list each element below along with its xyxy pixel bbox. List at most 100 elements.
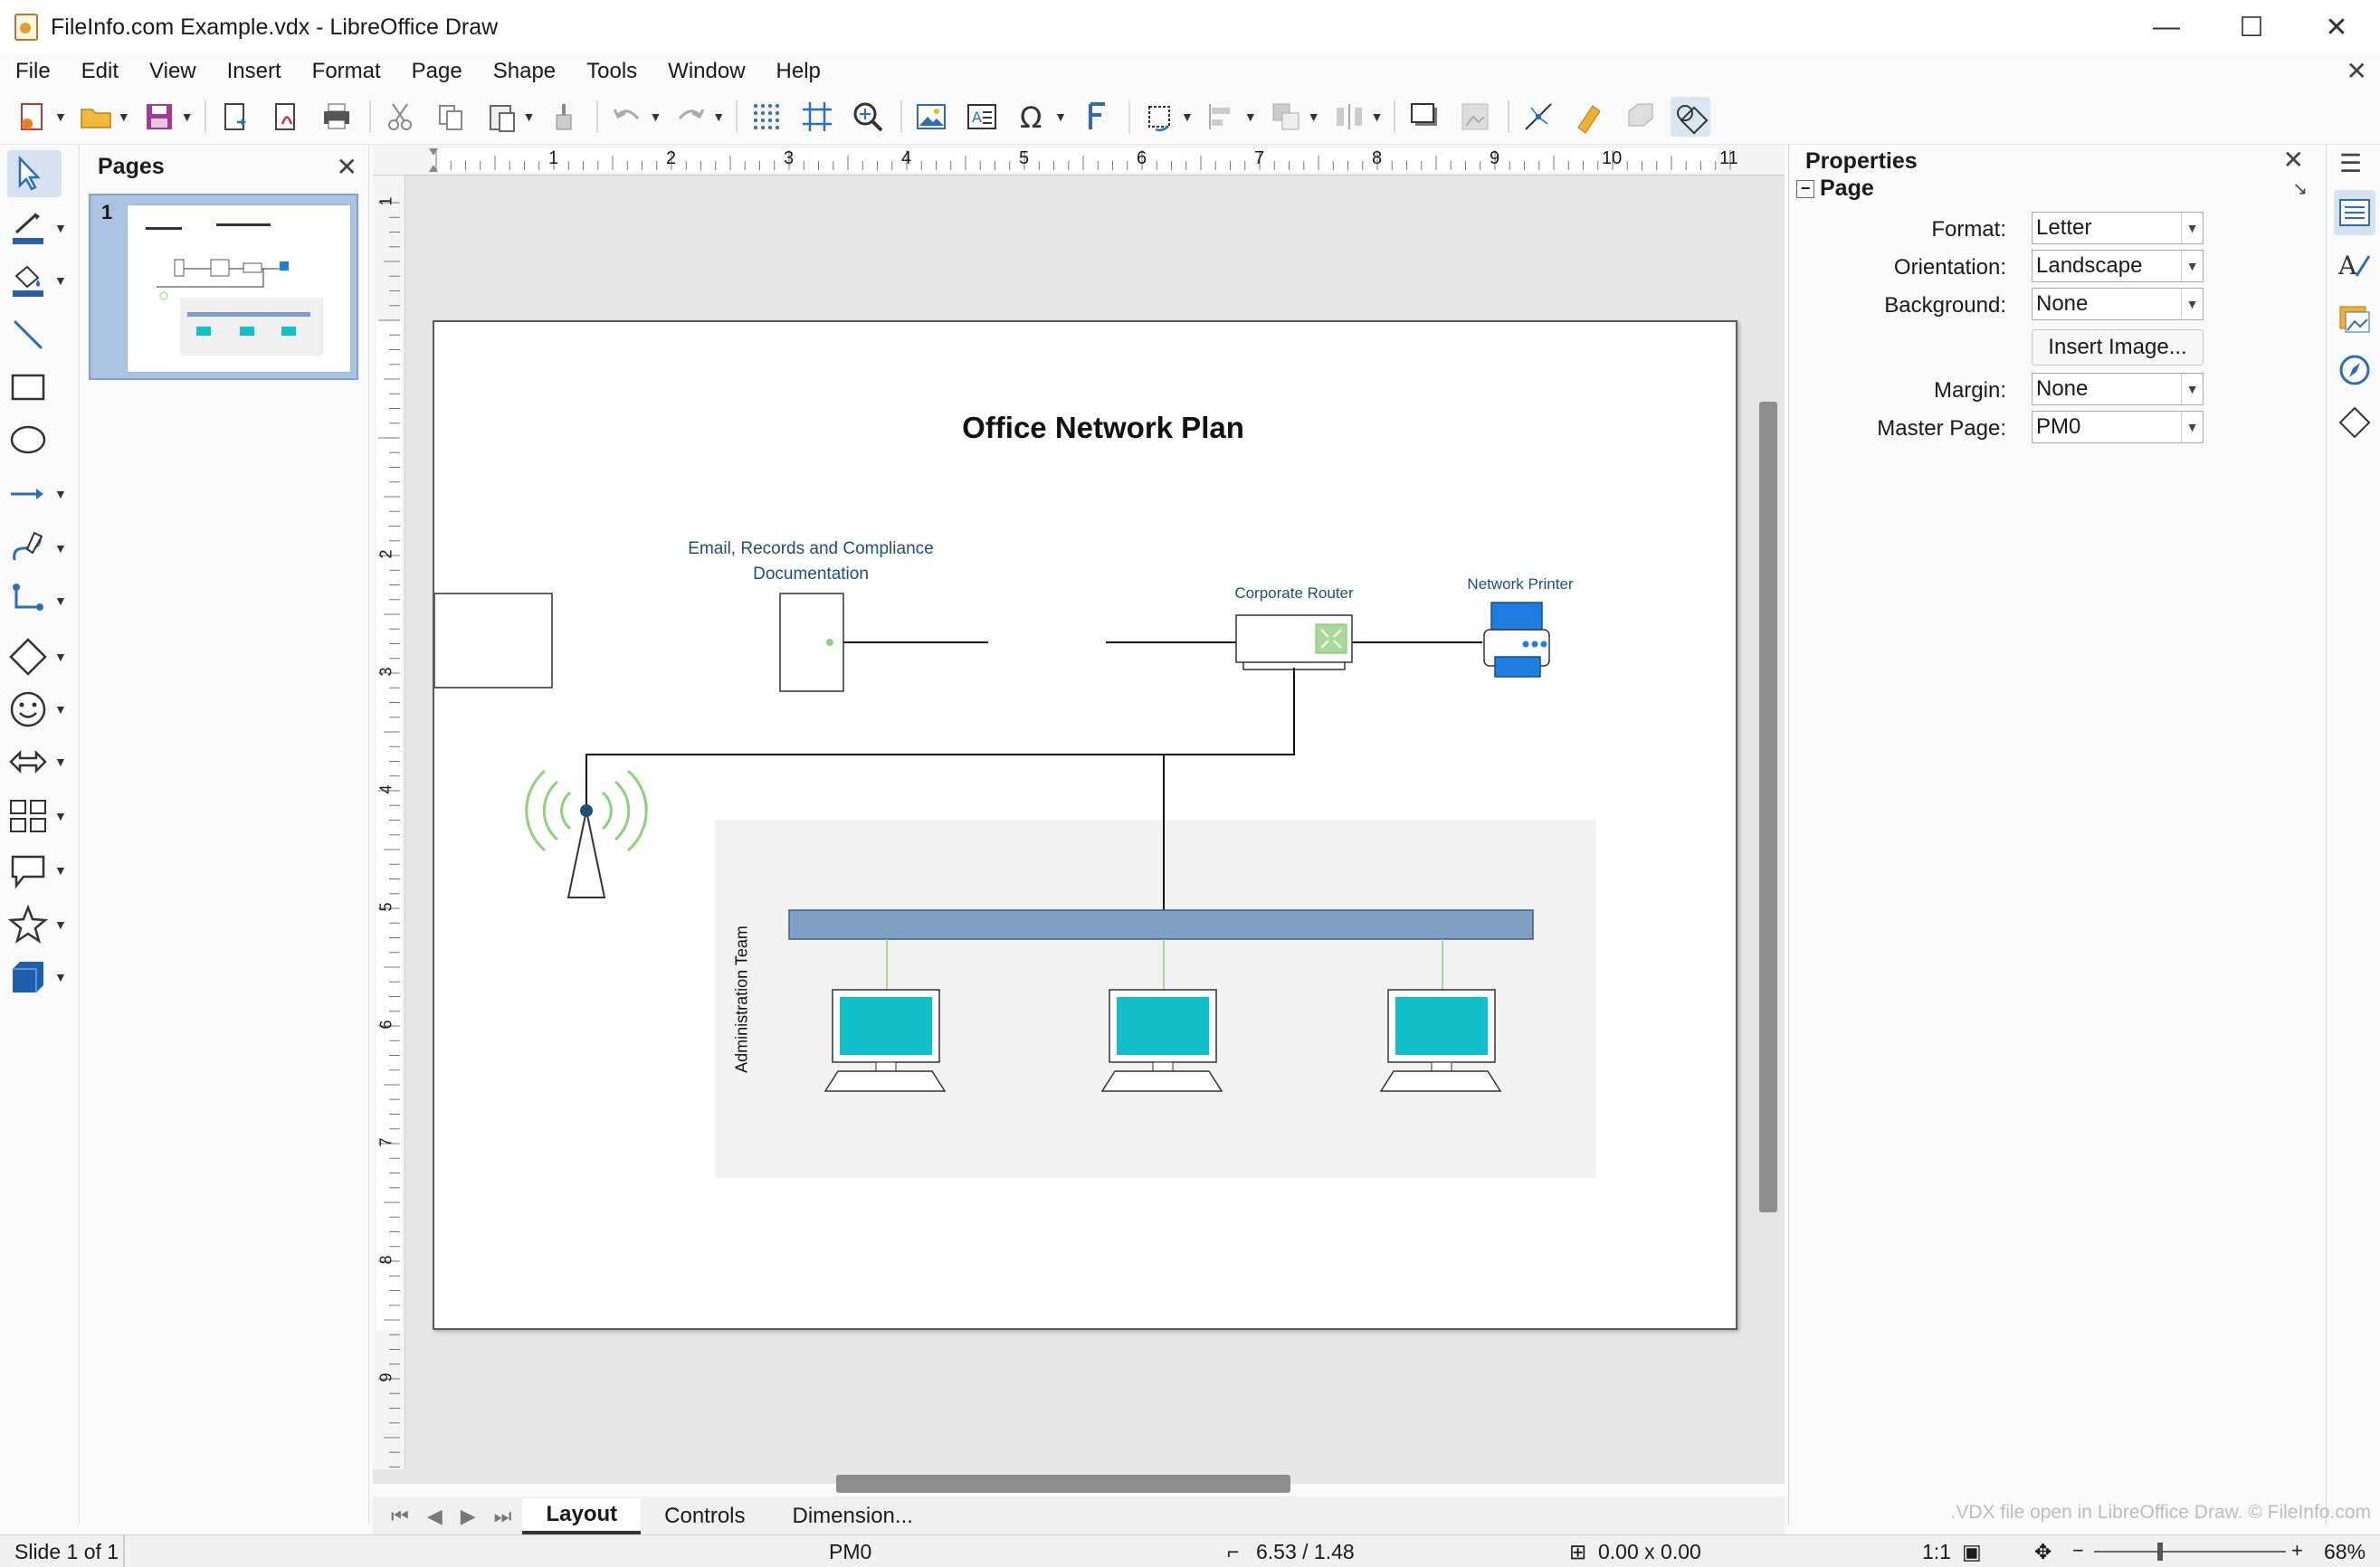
fill-color-dropdown-icon[interactable]: ▼ [54, 273, 67, 288]
previous-tab-icon[interactable]: ◀ [426, 1505, 443, 1527]
wifi-tower-shape[interactable] [566, 810, 606, 898]
menu-view[interactable]: View [149, 59, 196, 83]
team-label[interactable]: Administration Team [732, 926, 751, 1073]
connectors-icon[interactable]: ▼ [7, 577, 72, 624]
export-icon[interactable] [215, 97, 255, 137]
shadow-icon[interactable] [1404, 97, 1444, 137]
fit-page-icon[interactable]: ✥ [2034, 1540, 2052, 1563]
master-page-status[interactable]: PM0 [829, 1540, 872, 1563]
router-label[interactable]: Corporate Router [1234, 584, 1354, 602]
last-tab-icon[interactable]: ⏭ [493, 1505, 512, 1527]
first-tab-icon[interactable]: ⏮ [391, 1505, 409, 1527]
open-folder-icon[interactable] [76, 97, 116, 137]
curves-polygons-icon[interactable]: ▼ [7, 525, 72, 572]
chevron-down-icon[interactable]: ▼ [2181, 213, 2203, 243]
curves-dropdown-icon[interactable]: ▼ [54, 541, 67, 556]
connector-router-wifi[interactable] [585, 668, 1295, 811]
crop-image-icon[interactable] [1455, 97, 1495, 137]
switch-box-shape[interactable] [433, 593, 553, 689]
maximize-button[interactable]: ☐ [2239, 12, 2264, 43]
print-icon[interactable] [317, 97, 357, 137]
master-page-select[interactable]: PM0▼ [2032, 411, 2204, 443]
menu-format[interactable]: Format [311, 59, 381, 83]
tab-dimension-lines[interactable]: Dimension... [792, 1504, 913, 1528]
zoom-level[interactable]: 68% [2324, 1540, 2366, 1563]
paste-icon[interactable] [481, 97, 521, 137]
diagram-title[interactable]: Office Network Plan [962, 411, 1244, 444]
printer-label[interactable]: Network Printer [1467, 575, 1574, 593]
menu-file[interactable]: File [15, 59, 51, 83]
arrange-icon[interactable] [1266, 97, 1306, 137]
toggle-extrusion-icon[interactable] [1620, 97, 1660, 137]
open-dropdown-icon[interactable]: ▼ [117, 109, 130, 124]
lines-arrows-icon[interactable]: ▼ [7, 470, 72, 518]
email-records-label-line2[interactable]: Documentation [753, 565, 869, 584]
save-icon[interactable] [139, 97, 179, 137]
menu-tools[interactable]: Tools [586, 59, 638, 83]
sidebar-menu-icon[interactable]: ☰ [2339, 149, 2363, 177]
minimize-button[interactable]: — [2153, 12, 2180, 42]
scale-indicator[interactable]: 1:1 [1922, 1540, 1951, 1563]
fill-color-icon[interactable]: ▼ [7, 257, 72, 304]
records-server-shape[interactable] [779, 593, 844, 692]
rectangle-tool-icon[interactable] [7, 364, 72, 411]
lines-arrows-dropdown-icon[interactable]: ▼ [54, 487, 67, 501]
copy-icon[interactable] [431, 97, 471, 137]
points-icon[interactable] [1518, 97, 1558, 137]
slide-indicator[interactable]: Slide 1 of 1 [14, 1540, 119, 1563]
align-dropdown-icon[interactable]: ▼ [1243, 109, 1257, 124]
navigator-deck-icon[interactable] [2334, 347, 2375, 393]
menu-window[interactable]: Window [668, 59, 746, 83]
chevron-down-icon[interactable]: ▼ [2181, 289, 2203, 319]
menu-shape[interactable]: Shape [492, 59, 557, 83]
redo-icon[interactable] [671, 97, 710, 137]
export-pdf-icon[interactable] [266, 97, 306, 137]
helplines-icon[interactable] [797, 97, 837, 137]
save-dropdown-icon[interactable]: ▼ [180, 109, 194, 124]
clone-formatting-icon[interactable] [544, 97, 584, 137]
new-document-icon[interactable] [13, 97, 52, 137]
select-tool-icon[interactable] [7, 150, 62, 197]
fontwork-icon[interactable] [1076, 97, 1116, 137]
align-objects-icon[interactable] [1203, 97, 1242, 137]
insert-image-button[interactable]: Insert Image... [2032, 329, 2204, 366]
line-tool-icon[interactable] [7, 311, 72, 358]
block-arrows-icon[interactable]: ▼ [7, 738, 72, 785]
menu-edit[interactable]: Edit [81, 59, 119, 83]
3d-objects-dropdown-icon[interactable]: ▼ [54, 970, 67, 984]
zoom-slider[interactable]: − + [2072, 1539, 2303, 1562]
symbol-shapes-dropdown-icon[interactable]: ▼ [54, 702, 67, 717]
show-draw-functions-icon[interactable] [1671, 96, 1711, 137]
tab-controls[interactable]: Controls [664, 1504, 746, 1528]
page-thumbnail-selected[interactable]: 1 [89, 194, 358, 380]
special-character-dropdown-icon[interactable]: ▼ [1054, 109, 1068, 124]
callout-dropdown-icon[interactable]: ▼ [54, 863, 67, 878]
ellipse-tool-icon[interactable] [7, 416, 72, 463]
stars-icon[interactable]: ▼ [7, 901, 72, 948]
basic-shapes-dropdown-icon[interactable]: ▼ [54, 650, 67, 664]
background-select[interactable]: None▼ [2032, 288, 2204, 320]
block-arrows-dropdown-icon[interactable]: ▼ [54, 755, 67, 769]
3d-objects-icon[interactable]: ▼ [7, 954, 72, 1001]
undo-dropdown-icon[interactable]: ▼ [649, 109, 662, 124]
transformations-dropdown-icon[interactable]: ▼ [1181, 109, 1194, 124]
orientation-select[interactable]: Landscape▼ [2032, 250, 2204, 282]
chevron-down-icon[interactable]: ▼ [2181, 374, 2203, 404]
insert-textbox-icon[interactable]: A [962, 97, 1002, 137]
email-records-label-line1[interactable]: Email, Records and Compliance [688, 539, 934, 558]
drawing-page[interactable]: Office Network Plan Email, Records and C… [433, 320, 1737, 1330]
undo-icon[interactable] [607, 97, 647, 137]
shapes-deck-icon[interactable] [2334, 400, 2375, 445]
transformations-icon[interactable] [1139, 97, 1179, 137]
connectors-dropdown-icon[interactable]: ▼ [54, 594, 67, 608]
ethernet-bus[interactable] [788, 909, 1534, 940]
close-document-icon[interactable]: ✕ [2346, 57, 2367, 85]
page-section-header[interactable]: − Page [1796, 176, 1874, 202]
styles-deck-icon[interactable]: A [2334, 242, 2375, 288]
symbol-shapes-icon[interactable]: ▼ [7, 686, 72, 733]
stars-dropdown-icon[interactable]: ▼ [54, 917, 67, 932]
menu-help[interactable]: Help [776, 59, 821, 83]
horizontal-scrollbar[interactable] [836, 1475, 1290, 1493]
vertical-scrollbar[interactable] [1759, 402, 1777, 1212]
glue-points-icon[interactable] [1569, 97, 1609, 137]
